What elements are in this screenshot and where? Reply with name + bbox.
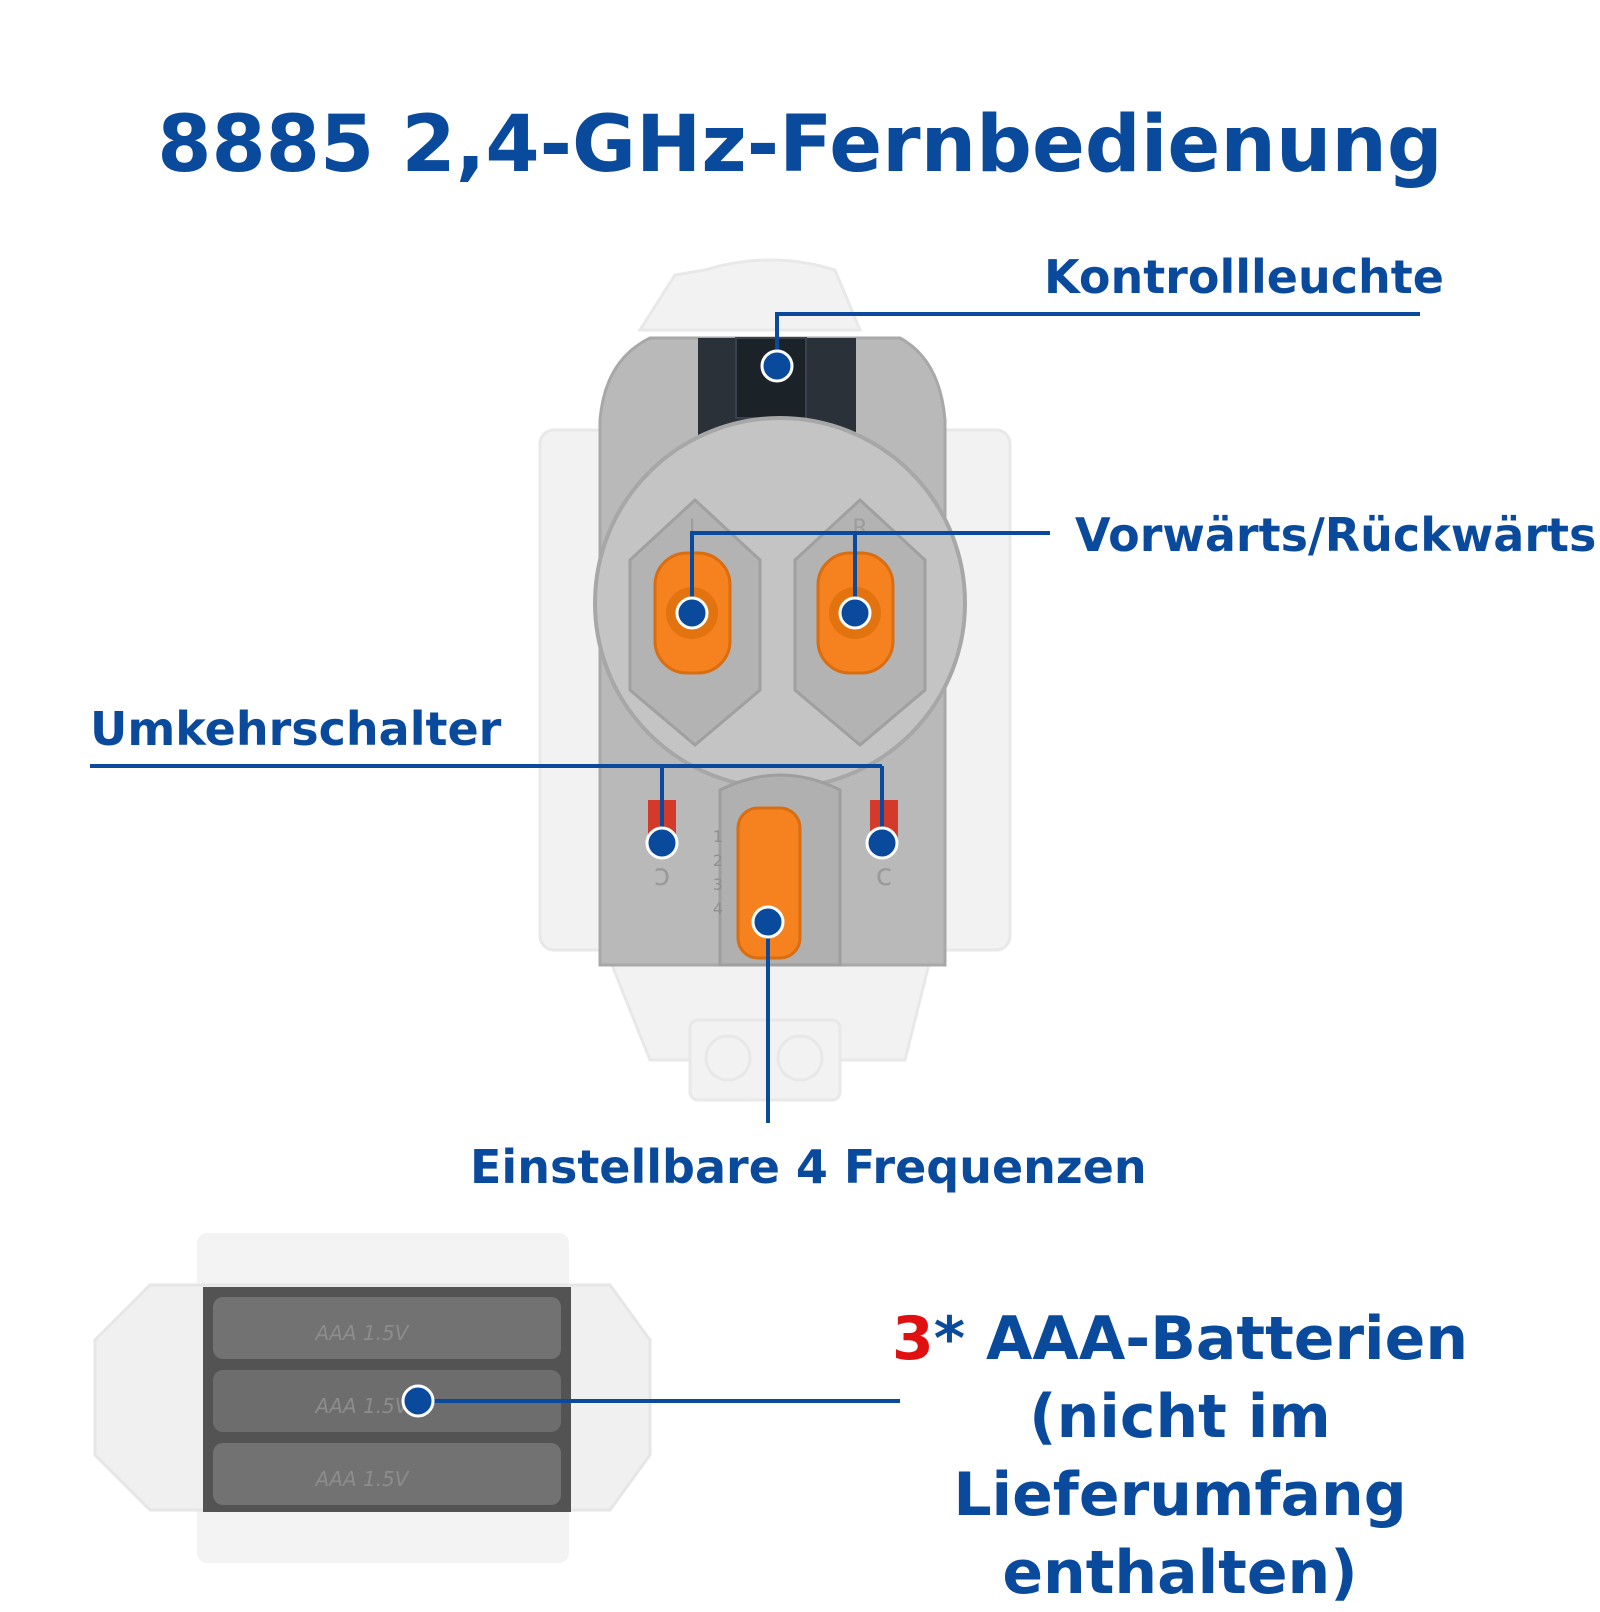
channel-number: 1 bbox=[713, 827, 723, 846]
channel-number: 2 bbox=[713, 851, 723, 870]
label-reverse-switch: Umkehrschalter bbox=[90, 702, 502, 756]
battery-note-1: (nicht im Lieferumfang bbox=[953, 1382, 1407, 1530]
left-switch-symbol: ↄ bbox=[654, 858, 670, 893]
battery-note-2: enthalten) bbox=[1002, 1538, 1358, 1608]
right-switch-symbol: c bbox=[876, 858, 893, 893]
channel-number: 4 bbox=[713, 899, 723, 918]
battery-star: * bbox=[933, 1304, 966, 1374]
channel-number: 3 bbox=[713, 875, 723, 894]
battery-cell-label: AAA 1.5V bbox=[314, 1467, 410, 1491]
battery-line-1: 3* AAA-Batterien bbox=[830, 1300, 1530, 1378]
label-indicator: Kontrollleuchte bbox=[1044, 250, 1444, 304]
label-forward-backward: Vorwärts/Rückwärts bbox=[1075, 508, 1597, 562]
callout-dots bbox=[401, 349, 899, 1418]
page-title: 8885 2,4-GHz-Fernbedienung bbox=[157, 100, 1443, 190]
battery-cell-label: AAA 1.5V bbox=[314, 1321, 410, 1345]
label-frequencies: Einstellbare 4 Frequenzen bbox=[470, 1140, 1147, 1194]
battery-type: AAA-Batterien bbox=[985, 1304, 1469, 1374]
battery-cell-label: AAA 1.5V bbox=[314, 1394, 410, 1418]
battery-info: 3* AAA-Batterien (nicht im Lieferumfang … bbox=[830, 1300, 1530, 1612]
battery-count: 3 bbox=[891, 1304, 934, 1374]
callout-indicator bbox=[775, 312, 1420, 366]
